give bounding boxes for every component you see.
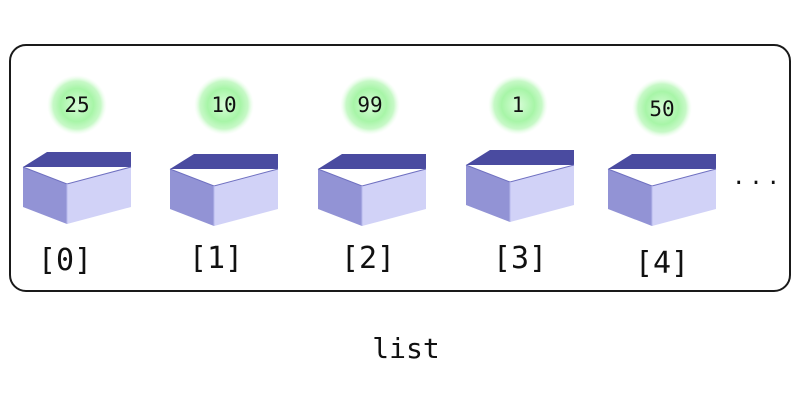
element-index: [0] (38, 243, 92, 278)
element-index: [3] (493, 241, 547, 276)
element-box (169, 154, 279, 226)
value-bubble (194, 75, 254, 135)
element-value: 50 (649, 97, 674, 121)
element-box (465, 150, 575, 222)
list-element: 99 [2] (317, 75, 427, 276)
value-bubble (488, 75, 548, 135)
value-bubble (47, 75, 107, 135)
element-box (317, 154, 427, 226)
element-value: 25 (64, 93, 89, 117)
element-index: [2] (341, 241, 395, 276)
value-bubble (340, 75, 400, 135)
continuation-ellipsis: ... (732, 165, 784, 190)
element-box (607, 154, 717, 226)
value-bubble (632, 78, 692, 138)
element-value: 1 (512, 93, 525, 117)
element-index: [1] (189, 241, 243, 276)
list-element: 10 [1] (169, 75, 279, 276)
element-index: [4] (635, 246, 689, 281)
element-value: 10 (211, 93, 236, 117)
list-element: 1 [3] (465, 75, 575, 276)
list-element: 25 [0] (22, 75, 132, 278)
element-value: 99 (357, 93, 382, 117)
element-box (22, 152, 132, 224)
list-element: 50 [4] (607, 78, 717, 281)
list-caption: list (372, 332, 439, 365)
